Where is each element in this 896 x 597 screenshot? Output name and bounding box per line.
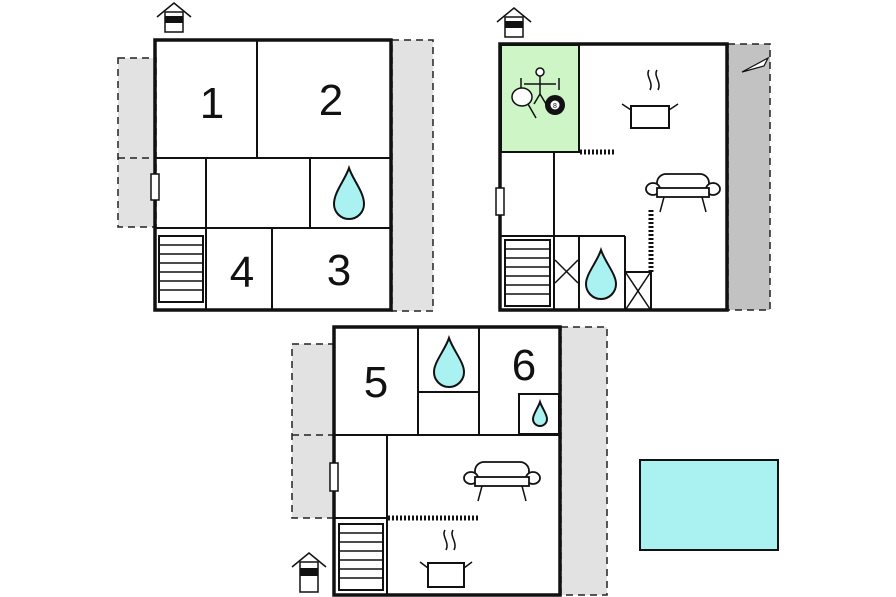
room-number: 1 [200, 79, 224, 128]
stairs-icon [338, 523, 384, 591]
storage-cross-icon [554, 259, 579, 284]
billiard-ball-label: 8 [553, 103, 557, 110]
room-number: 4 [230, 248, 254, 297]
terrace-right [727, 43, 771, 311]
room-number: 5 [364, 358, 388, 407]
house-icon [156, 2, 192, 33]
cooking-pot-icon [621, 69, 679, 129]
floor-outline [498, 42, 729, 312]
door-icon [329, 462, 339, 492]
house-icon [291, 552, 327, 593]
floor-plan-top-right: 8 [495, 7, 771, 312]
room-number: 6 [512, 341, 536, 390]
terrace-left [291, 343, 335, 519]
house-icon [496, 7, 532, 38]
water-drop-icon [584, 246, 618, 300]
water-drop-icon [531, 398, 549, 427]
door-icon [495, 187, 505, 216]
parasol-icon [741, 56, 770, 73]
floor-outline [332, 325, 562, 597]
billiard-ball-icon: 8 [545, 95, 565, 115]
water-drop-icon [432, 334, 466, 388]
sofa-icon [645, 173, 721, 213]
floor-plan-bottom: 5 6 [291, 325, 608, 597]
water-drop-icon [332, 164, 366, 220]
stairs-icon [504, 239, 551, 307]
terrace-right [391, 39, 434, 312]
swimming-pool [639, 459, 779, 551]
door-icon [150, 173, 160, 201]
room-number: 2 [319, 76, 343, 125]
sofa-icon [463, 461, 541, 502]
terrace-right [560, 326, 608, 596]
room-number: 3 [327, 246, 351, 295]
terrace-left [117, 57, 157, 228]
cooking-pot-icon [419, 529, 473, 588]
floor-plan-top-left: 1 2 4 3 [117, 2, 434, 312]
storage-cross-icon [625, 272, 651, 310]
stairs-icon [158, 235, 204, 303]
ping-pong-icon [511, 87, 537, 119]
